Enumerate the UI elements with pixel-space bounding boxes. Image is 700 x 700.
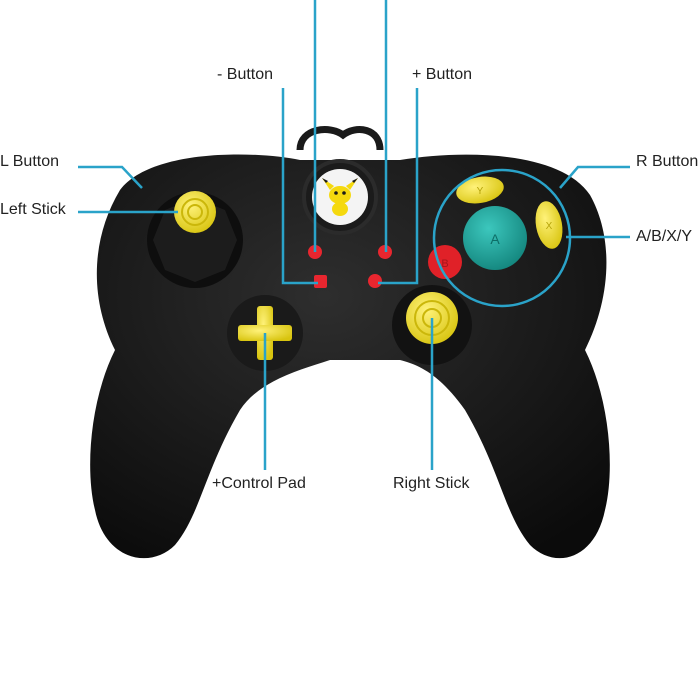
home-button — [368, 274, 382, 288]
b-letter: B — [441, 258, 448, 270]
label-minus-button: - Button — [217, 66, 274, 83]
label-plus-button: + Button — [412, 66, 473, 83]
leader-l-button — [78, 165, 143, 189]
label-l-button: L Button — [0, 153, 60, 170]
leader-minus — [281, 88, 318, 285]
label-r-button: R Button — [636, 153, 699, 170]
label-right-stick: Right Stick — [393, 475, 470, 492]
leader-lines — [78, 0, 630, 470]
a-button — [463, 206, 527, 270]
left-stick-gate — [153, 198, 237, 282]
label-control-pad: +Control Pad — [212, 475, 306, 492]
left-stick-cap — [174, 191, 216, 233]
x-button — [535, 201, 563, 249]
y-letter: Y — [477, 186, 484, 197]
x-letter: X — [546, 221, 553, 232]
label-left-stick: Left Stick — [0, 201, 66, 218]
capture-button — [314, 275, 327, 288]
controller-cable — [296, 126, 384, 151]
label-abxy: A/B/X/Y — [636, 228, 693, 245]
a-letter: A — [490, 231, 500, 247]
pichu-figure — [322, 178, 358, 216]
leader-r-button — [559, 165, 630, 189]
leader-plus — [378, 88, 419, 285]
y-button — [456, 176, 504, 204]
